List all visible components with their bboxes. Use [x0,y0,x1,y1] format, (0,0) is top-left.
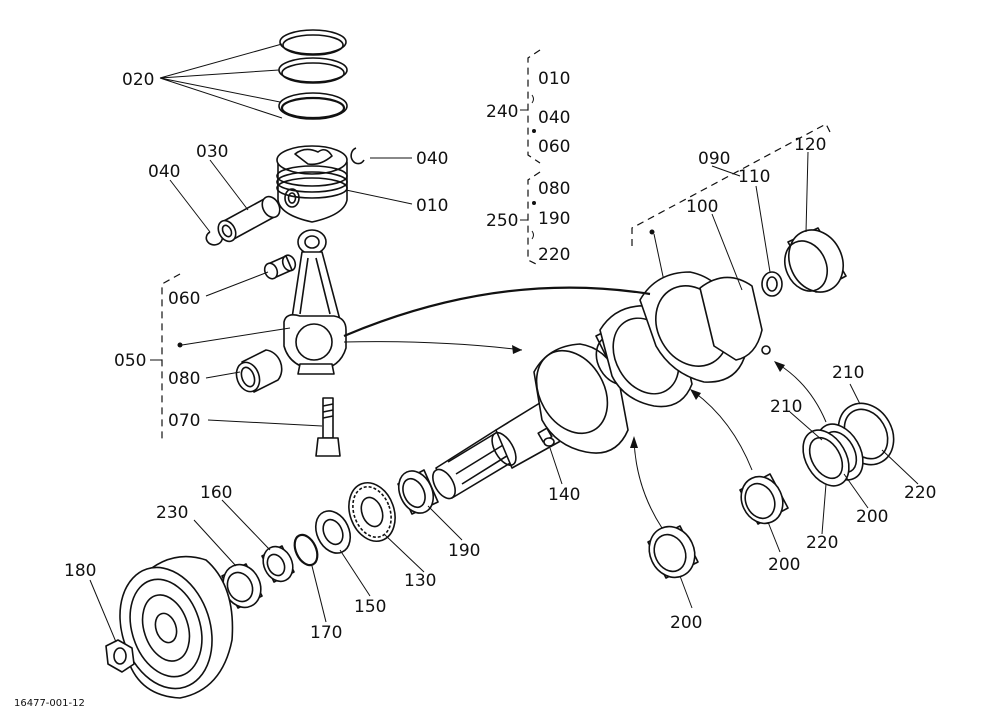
callout-180: 180 [64,561,96,581]
callout-200-right: 200 [856,507,888,527]
callout-140: 140 [548,485,580,505]
callout-090: 090 [698,149,730,169]
piston-rings [278,29,348,120]
crankpin-bearing [235,349,283,393]
callout-040-left: 040 [148,162,180,182]
callout-230: 230 [156,503,188,523]
crankshaft [432,271,771,500]
callout-200-front: 200 [670,613,702,633]
connecting-rod-bolt [315,397,341,457]
callout-210-outer: 210 [832,363,864,383]
callout-010: 010 [416,196,448,216]
callout-labels: 020 030 040 040 010 060 050 080 070 240 … [14,69,936,709]
group-080: 080 [538,179,570,199]
small-end-bushing [263,254,297,280]
piston [276,145,348,223]
callout-190: 190 [448,541,480,561]
crank-gear-130 [348,482,396,542]
callout-150: 150 [354,597,386,617]
callout-100: 100 [686,197,718,217]
circlip-right [350,147,365,165]
bearing-200-front [647,525,699,579]
circlip-left [205,231,224,246]
bearing-110 [761,271,783,297]
callout-160: 160 [200,483,232,503]
part-group-brackets [520,49,541,267]
group-190: 190 [538,209,570,229]
group-060: 060 [538,137,570,157]
connecting-rod [283,229,347,375]
conrod-assembly-bracket [161,273,291,440]
callout-170: 170 [310,623,342,643]
callout-240: 240 [486,102,518,122]
pulley-nut-180 [105,639,135,673]
diagram-code: 16477-001-12 [14,698,85,709]
callout-120: 120 [794,135,826,155]
callout-220-right: 220 [904,483,936,503]
leader-lines [89,43,919,643]
callout-040-right: 040 [416,149,448,169]
callout-200-mid: 200 [768,555,800,575]
o-ring-170 [293,533,319,567]
group-010: 010 [538,69,570,89]
collar-160 [261,545,295,583]
callout-030: 030 [196,142,228,162]
group-040: 040 [538,108,570,128]
callout-080: 080 [168,369,200,389]
bushing-190 [397,469,439,515]
collar-150 [314,510,352,554]
callout-020: 020 [122,70,154,90]
crankshaft-pulley [119,555,234,699]
callout-060: 060 [168,289,200,309]
callout-110: 110 [738,167,770,187]
callout-250: 250 [486,211,518,231]
piston-pin [217,195,281,243]
bearing-200-mid [739,473,789,525]
callout-210-inner: 210 [770,397,802,417]
callout-220-mid: 220 [806,533,838,553]
assembly-arrows [343,286,827,529]
bearing-220-stack [802,423,864,487]
callout-070: 070 [168,411,200,431]
bearing-case-120 [784,227,847,293]
woodruff-key [543,437,555,447]
callout-130: 130 [404,571,436,591]
group-220: 220 [538,245,570,265]
callout-050: 050 [114,351,146,371]
